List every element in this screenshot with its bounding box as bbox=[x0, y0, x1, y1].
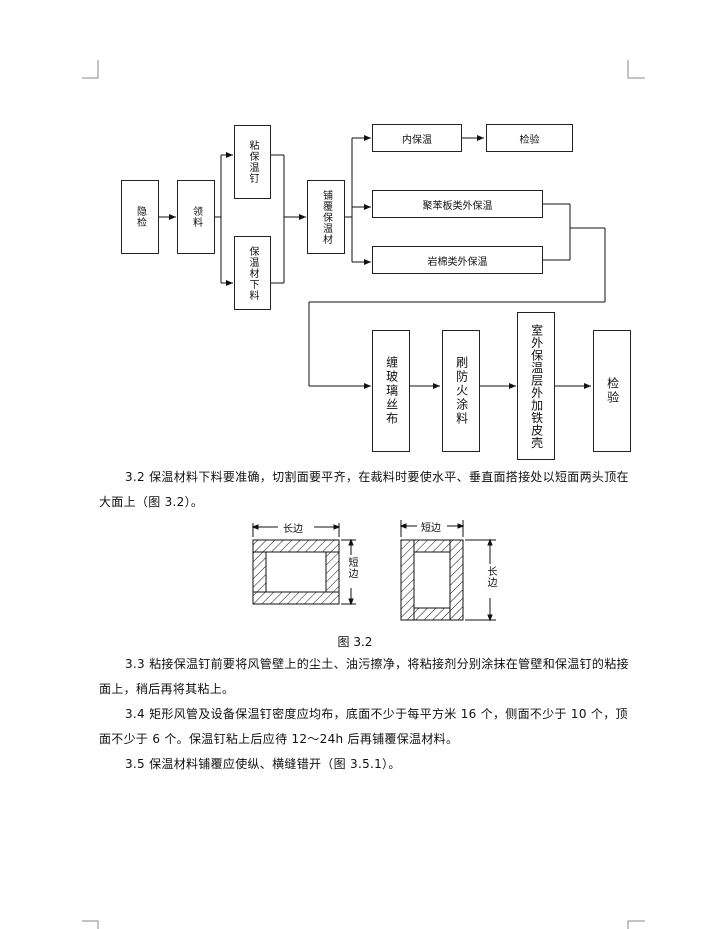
flow-label: 检验 bbox=[605, 377, 620, 405]
flow-box-lay: 铺覆保温材 bbox=[307, 180, 345, 254]
flow-label: 检验 bbox=[519, 134, 540, 146]
flow-box-outer-rock: 岩棉类外保温 bbox=[372, 246, 543, 274]
paragraph-3-4: 3.4 矩形风管及设备保温钉密度应均布，底面不少于每平方米 16 个，侧面不少于… bbox=[99, 707, 628, 746]
flow-label: 刷防火涂料 bbox=[454, 356, 469, 426]
paragraph-3-3: 3.3 粘接保温钉前要将风管壁上的尘土、油污擦净，将粘接剂分别涂抹在管壁和保温钉… bbox=[99, 657, 629, 696]
flow-box-outer-poly: 聚苯板类外保温 bbox=[372, 190, 543, 218]
flowchart-connectors bbox=[158, 135, 606, 389]
fig2-long-side-label: 长边 bbox=[485, 566, 496, 588]
flow-label: 岩棉类外保温 bbox=[427, 256, 488, 268]
flow-label: 领料 bbox=[190, 206, 202, 228]
fig1-long-side-label: 长边 bbox=[283, 524, 303, 535]
flow-label: 聚苯板类外保温 bbox=[422, 200, 493, 212]
flow-label: 粘保温钉 bbox=[247, 140, 258, 184]
flow-box-inner: 内保温 bbox=[372, 124, 462, 152]
paragraph-3-5: 3.5 保温材料铺覆应使纵、横缝错开（图 3.5.1）。 bbox=[125, 757, 401, 771]
flow-label: 隐检 bbox=[134, 206, 146, 228]
flow-label: 铺覆保温材 bbox=[320, 189, 332, 245]
flow-label: 保温材下料 bbox=[247, 245, 258, 301]
flow-box-final-check: 检验 bbox=[593, 330, 631, 452]
flow-box-inspection-hidden: 隐检 bbox=[121, 180, 159, 254]
flow-box-pin: 粘保温钉 bbox=[234, 125, 271, 199]
flow-label: 内保温 bbox=[402, 134, 432, 146]
fig2-short-side-label: 短边 bbox=[421, 523, 441, 534]
figure-caption: 图 3.2 bbox=[337, 635, 373, 649]
fig1-short-side-label: 短边 bbox=[346, 557, 357, 579]
flow-box-inner-check: 检验 bbox=[486, 124, 573, 152]
flow-box-material: 领料 bbox=[177, 180, 215, 254]
flow-box-outdoor: 室外保温层外加铁皮壳 bbox=[517, 312, 555, 460]
flow-label: 室外保温层外加铁皮壳 bbox=[529, 323, 544, 449]
flow-box-fireproof: 刷防火涂料 bbox=[442, 330, 480, 452]
paragraph-3-2: 3.2 保温材料下料要准确，切割面要平齐，在裁料时要使水平、垂直面搭接处以短面两… bbox=[99, 470, 629, 509]
flow-label: 缠玻璃丝布 bbox=[384, 356, 399, 426]
flow-box-cut: 保温材下料 bbox=[234, 236, 271, 310]
flow-box-glass: 缠玻璃丝布 bbox=[372, 330, 410, 452]
